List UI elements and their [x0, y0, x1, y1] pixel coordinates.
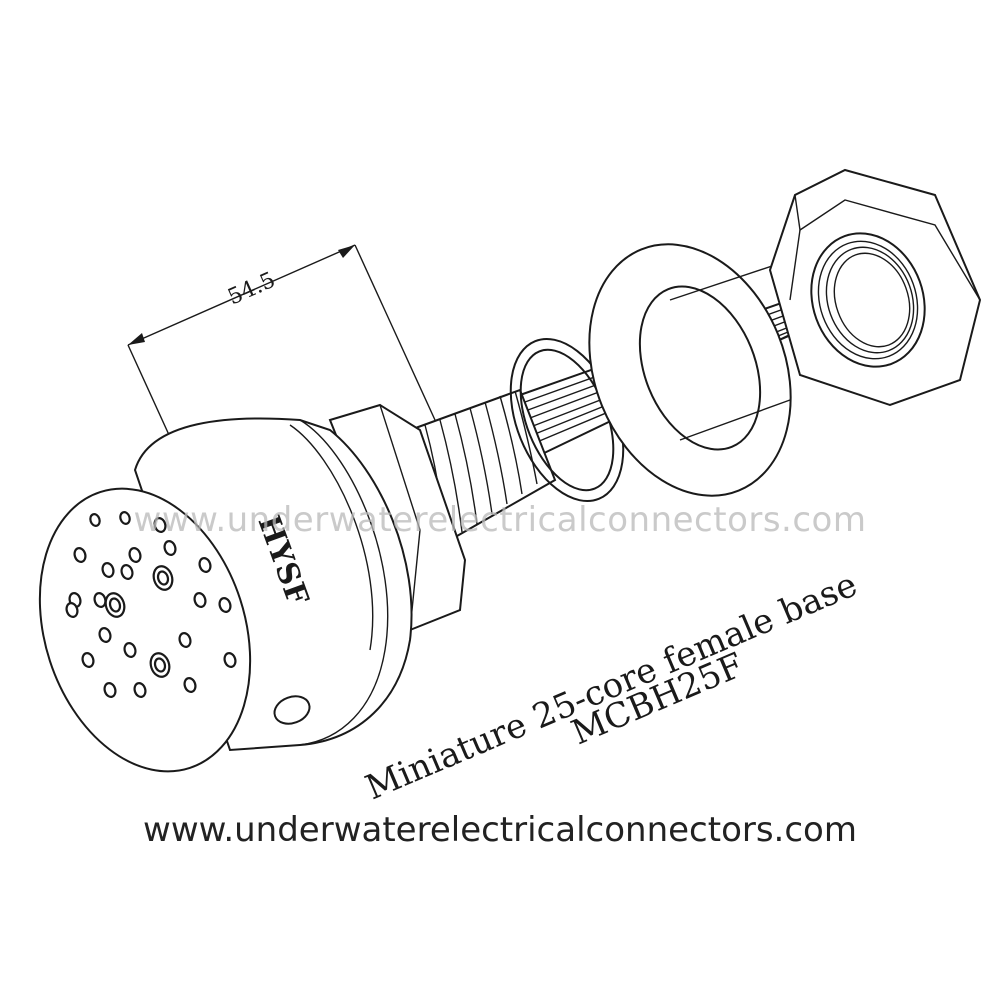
nut-thread-hole [810, 232, 926, 368]
contact-socket-inner [153, 657, 167, 673]
contact-socket [218, 597, 232, 613]
contact-socket [65, 602, 79, 618]
contact-socket [153, 517, 167, 533]
extension-line-right [354, 244, 436, 421]
contact-socket-inner [156, 570, 170, 586]
contact-socket [93, 592, 107, 608]
contact-socket [163, 540, 177, 556]
arrow-left-icon [128, 333, 145, 345]
contact-socket-inner [108, 597, 122, 613]
hex-nut [768, 168, 982, 407]
contact-socket [178, 632, 192, 648]
face-outline [38, 487, 252, 773]
dimension-label: 54.5 [224, 268, 279, 311]
contact-socket [73, 547, 87, 563]
contact-face [38, 487, 252, 773]
contact-socket [223, 652, 237, 668]
contact-socket [89, 513, 101, 527]
contact-socket [119, 511, 131, 525]
contact-socket [123, 642, 137, 658]
contact-socket [198, 557, 212, 573]
flat-washer [588, 243, 792, 497]
contact-socket [120, 564, 134, 580]
contact-socket [101, 562, 115, 578]
arrow-right-icon [338, 245, 355, 258]
contact-pins [65, 511, 237, 698]
nut-outer [768, 168, 982, 407]
dimension-line [127, 244, 356, 346]
contact-socket [193, 592, 207, 608]
contact-socket [133, 682, 147, 698]
contact-socket [128, 547, 142, 563]
contact-socket [98, 627, 112, 643]
body-hole [273, 695, 311, 725]
contact-socket [81, 652, 95, 668]
contact-socket [103, 682, 117, 698]
contact-socket [183, 677, 197, 693]
website-footer: www.underwaterelectricalconnectors.com [143, 810, 857, 850]
